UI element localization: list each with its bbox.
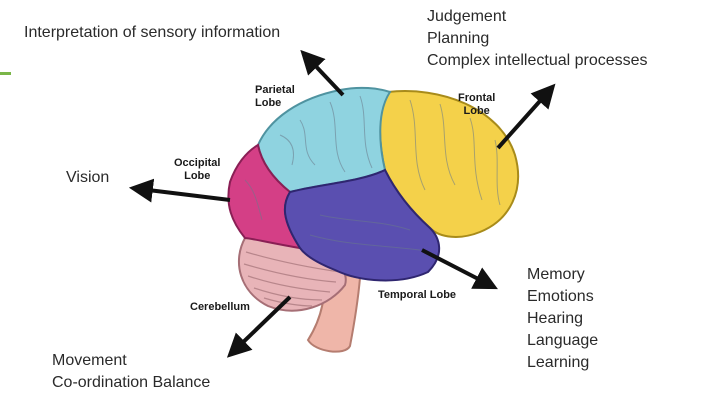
- arrow-occipital: [140, 189, 230, 200]
- parietal-label-line2: Lobe: [255, 97, 295, 110]
- occipital-lobe-label: Occipital Lobe: [174, 157, 220, 183]
- temporal-function-item: Emotions: [527, 286, 598, 308]
- arrow-frontal: [498, 92, 548, 148]
- frontal-label-line1: Frontal: [458, 92, 495, 105]
- frontal-functions: Judgement Planning Complex intellectual …: [427, 6, 648, 72]
- parietal-function-item: Interpretation of sensory information: [24, 22, 280, 44]
- temporal-functions: Memory Emotions Hearing Language Learnin…: [527, 264, 598, 374]
- temporal-function-item: Memory: [527, 264, 598, 286]
- occipital-function-item: Vision: [66, 167, 109, 189]
- frontal-function-item: Judgement: [427, 6, 648, 28]
- occipital-functions: Vision: [66, 167, 109, 189]
- frontal-lobe-label: Frontal Lobe: [458, 92, 495, 118]
- occipital-label-line1: Occipital: [174, 157, 220, 170]
- frontal-function-item: Complex intellectual processes: [427, 50, 648, 72]
- temporal-function-item: Learning: [527, 352, 598, 374]
- occipital-label-line2: Lobe: [174, 170, 220, 183]
- frontal-label-line2: Lobe: [458, 105, 495, 118]
- cerebellum-function-item: Co-ordination Balance: [52, 372, 210, 394]
- cerebellum-functions: Movement Co-ordination Balance: [52, 350, 210, 394]
- parietal-lobe-label: Parietal Lobe: [255, 84, 295, 110]
- cerebellum-label: Cerebellum: [190, 301, 250, 314]
- parietal-label-line1: Parietal: [255, 84, 295, 97]
- parietal-functions: Interpretation of sensory information: [24, 22, 280, 44]
- temporal-lobe-label: Temporal Lobe: [378, 289, 456, 302]
- temporal-function-item: Language: [527, 330, 598, 352]
- frontal-function-item: Planning: [427, 28, 648, 50]
- arrow-parietal: [308, 58, 343, 95]
- cerebellum-function-item: Movement: [52, 350, 210, 372]
- temporal-function-item: Hearing: [527, 308, 598, 330]
